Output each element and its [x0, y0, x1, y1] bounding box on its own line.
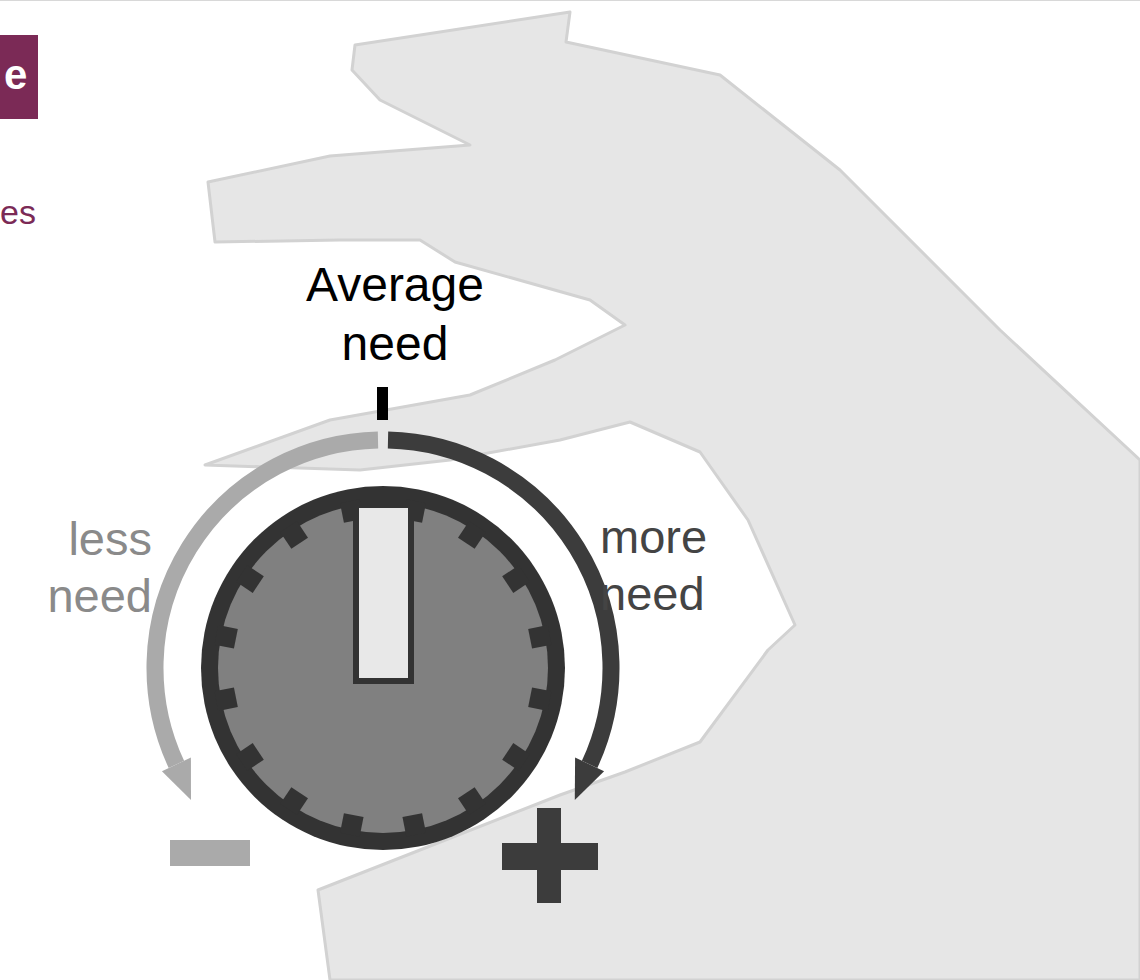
knob-tooth: [502, 743, 530, 771]
knob-rim: [201, 486, 565, 850]
knob-face: [218, 503, 548, 833]
knob-tooth: [502, 565, 530, 593]
minus-symbol: [170, 840, 250, 866]
direction-label: less need: [0, 510, 152, 625]
knob-pointer: [356, 505, 411, 681]
plus-bar: [537, 808, 561, 903]
dial-mark-label: Average need: [275, 256, 515, 373]
less-arrow-head: [162, 758, 191, 800]
top-rule: [0, 0, 1140, 1]
knob-tooth: [280, 787, 308, 815]
more-arrow-head: [575, 758, 604, 800]
knob-tooth: [236, 565, 264, 593]
knob-tooth: [528, 687, 552, 711]
direction-label: more need: [600, 508, 760, 623]
knob-tooth: [214, 625, 238, 649]
dial-knob: [201, 486, 565, 850]
knob-tooth: [528, 625, 552, 649]
title-text: e: [4, 49, 27, 100]
knob-tooth: [458, 787, 486, 815]
knob-tooth: [236, 743, 264, 771]
knob-tooth: [280, 521, 308, 549]
title-box: e: [0, 35, 38, 119]
plus-symbol: [502, 808, 598, 903]
average-tick: [377, 387, 388, 420]
knob-tooth: [214, 687, 238, 711]
knob-tooth: [402, 813, 426, 837]
knob-tooth: [458, 521, 486, 549]
subtitle-text: es: [0, 192, 120, 233]
knob-tooth: [340, 813, 364, 837]
